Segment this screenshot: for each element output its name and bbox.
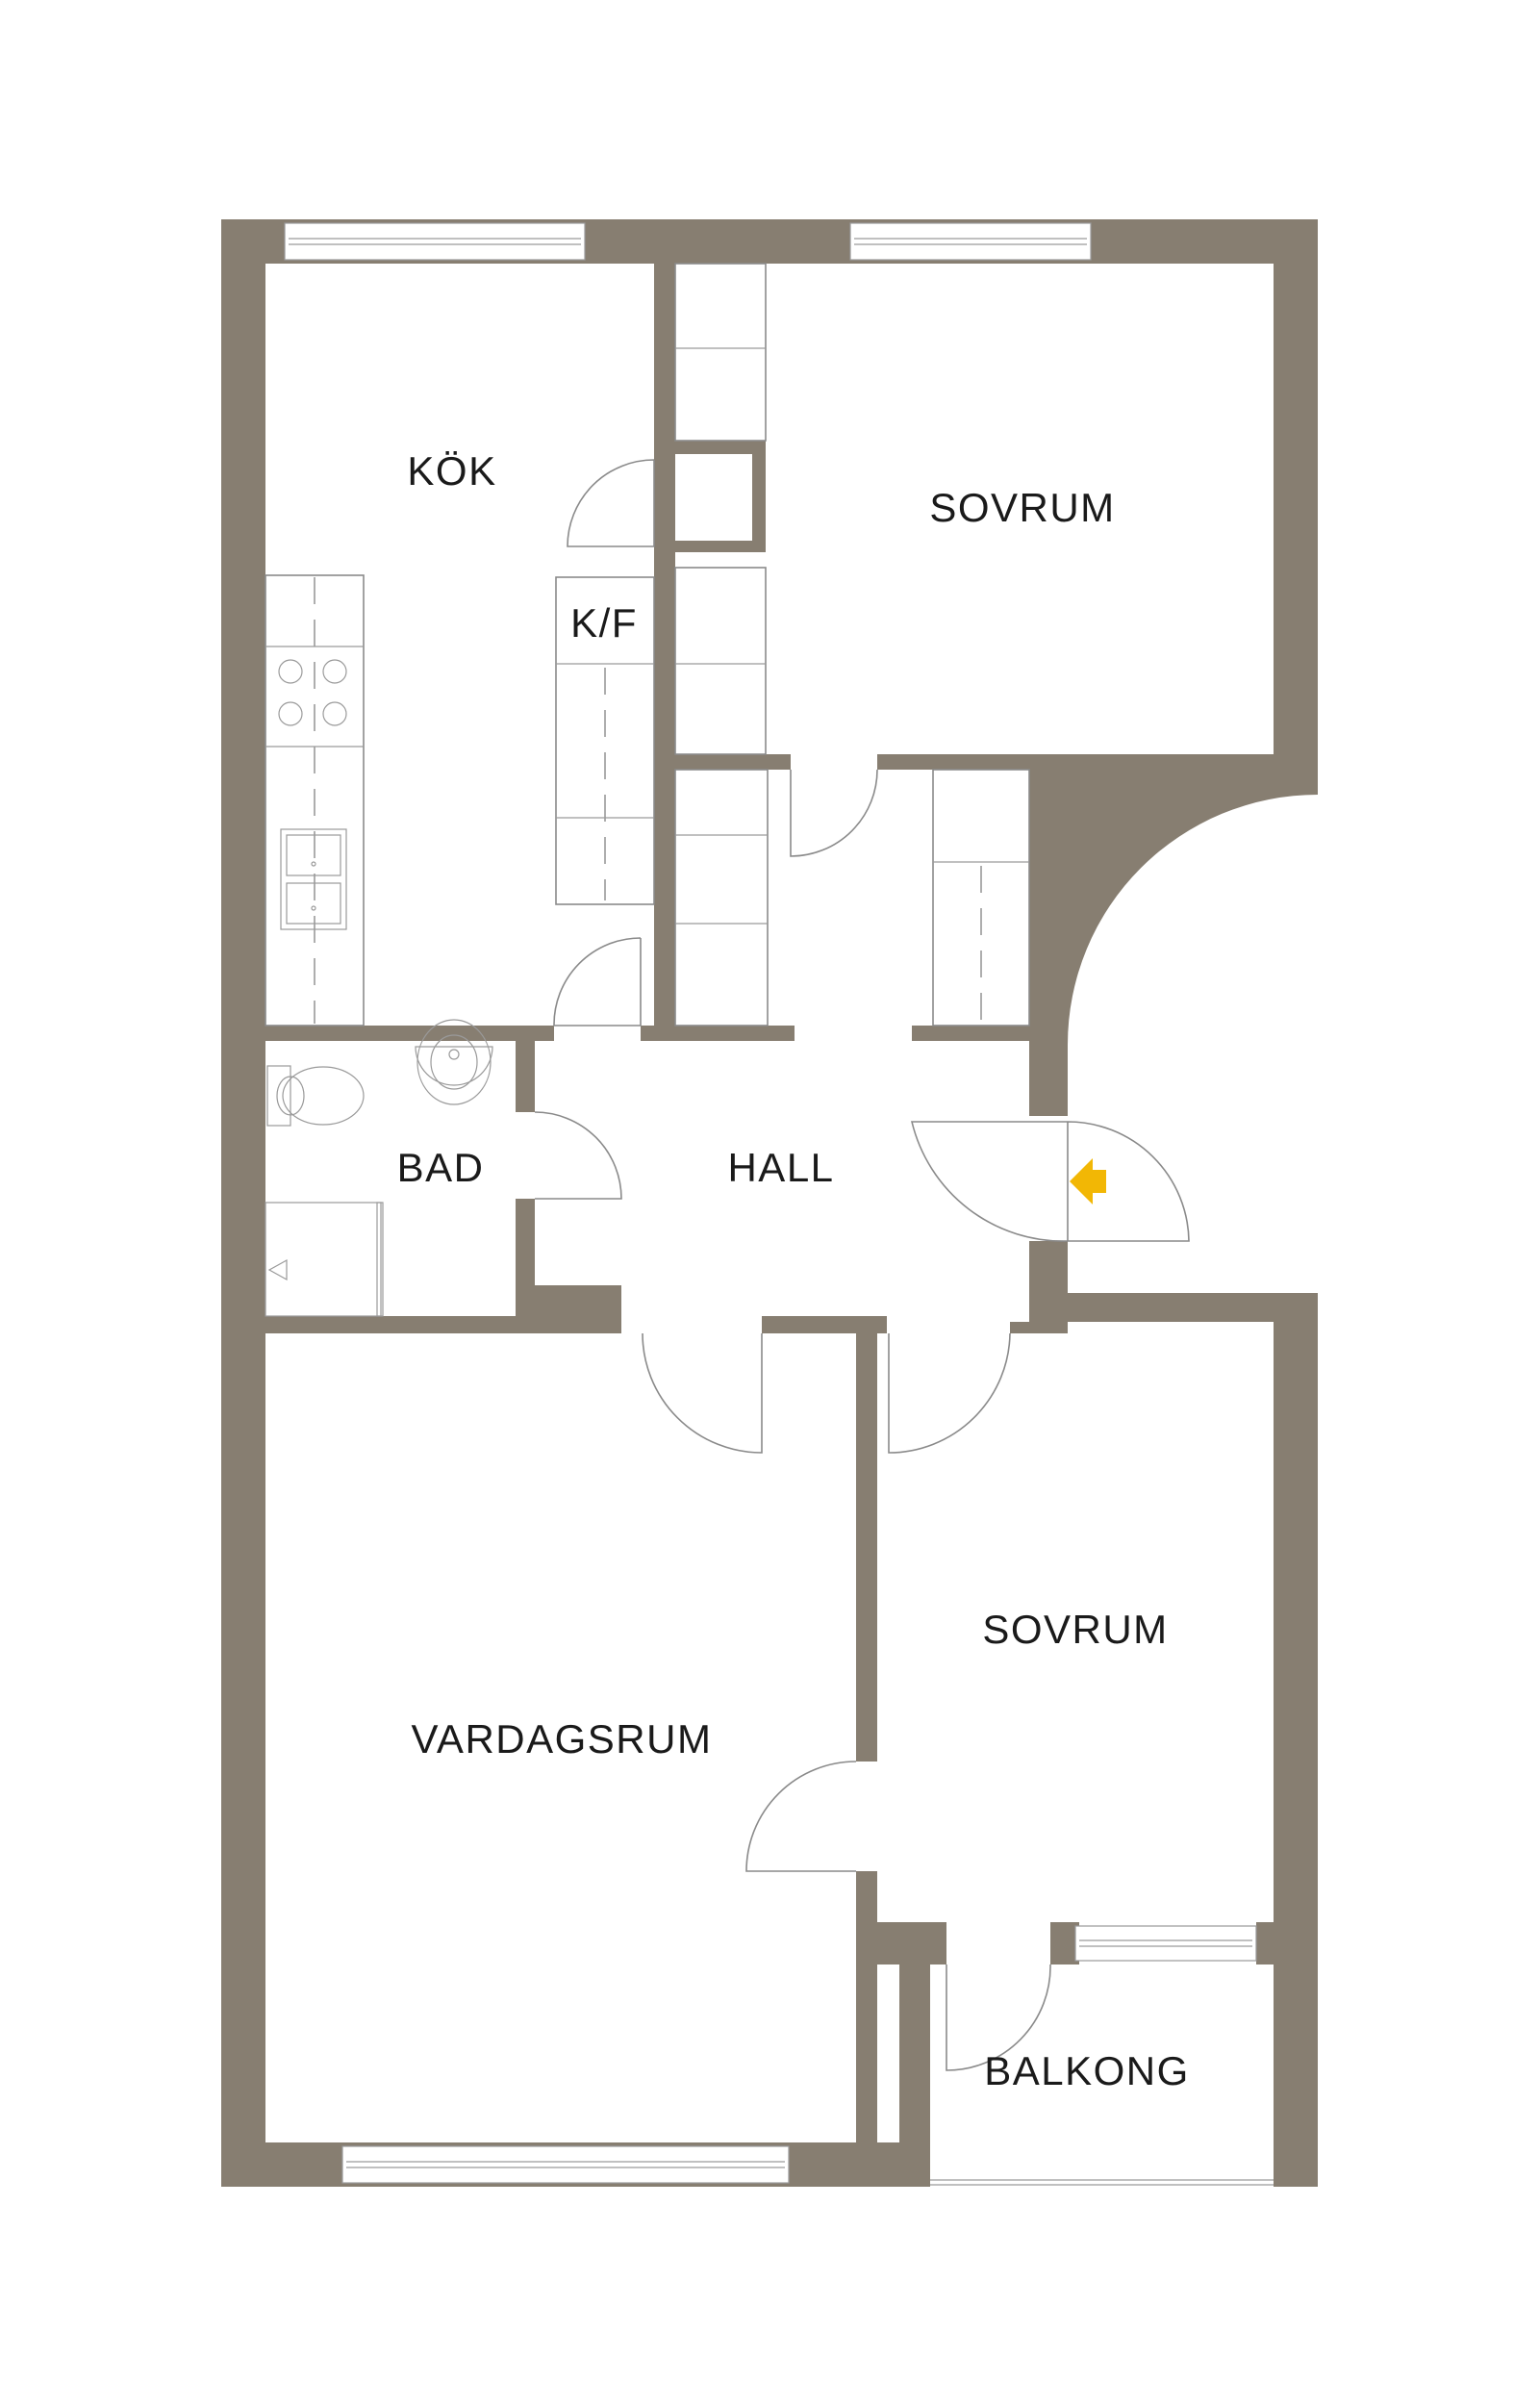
door-entrance <box>910 1121 1190 1242</box>
window-bedroom-bottom <box>1074 1925 1257 1962</box>
label-kitchen: KÖK <box>407 448 496 494</box>
shower <box>265 1202 384 1317</box>
label-bedroom-top: SOVRUM <box>929 485 1115 530</box>
kitchen-counter <box>265 574 365 1027</box>
wall-hall-bedroom <box>1010 1322 1068 1333</box>
label-bedroom-bottom: SOVRUM <box>982 1607 1168 1652</box>
wall-bedroom-hall-left <box>675 754 791 770</box>
wall-right-top <box>1274 219 1318 758</box>
wall-living-bedroom-top <box>856 1333 877 1762</box>
wall-closet-box <box>675 441 766 454</box>
wall-bedroom-hall-right <box>877 754 1318 770</box>
sink-icon <box>280 828 347 930</box>
room-labels: KÖK K/F SOVRUM BAD HALL SOVRUM VARDAGSRU… <box>397 448 1190 2093</box>
closet-hall-right <box>932 769 1030 1027</box>
door-kitchen-closet <box>567 459 655 547</box>
window-kitchen <box>284 222 586 261</box>
window-living <box>341 2145 790 2184</box>
door-bedroom-top <box>790 769 878 857</box>
walls <box>221 219 1318 2187</box>
wall-hall-closet-bottom-a <box>641 1026 795 1041</box>
wall-bedroom-balcony-mid <box>1050 1922 1079 1964</box>
wall-entrance-step <box>1029 1293 1318 1322</box>
wall-closet-box-right <box>752 441 766 552</box>
door-balcony <box>946 1964 1051 2071</box>
closets <box>674 263 1030 1027</box>
wall-kitchen-bath <box>265 1026 554 1041</box>
doors <box>534 459 1190 2071</box>
label-hall: HALL <box>727 1145 834 1190</box>
label-bath: BAD <box>397 1145 485 1190</box>
wall-right-bottom <box>1274 1293 1318 2187</box>
wall-balcony-left <box>899 1963 930 2187</box>
wall-hall-closet-bottom-b <box>912 1026 1029 1041</box>
door-living <box>642 1332 763 1454</box>
door-kitchen-hall <box>553 937 642 1027</box>
wall-bedroom-balcony-left <box>877 1922 946 1964</box>
closet-bedroom-lower <box>674 567 767 755</box>
wall-bedroom-balcony-right <box>1256 1922 1318 1964</box>
kitchen-fixtures <box>265 574 655 1027</box>
wall-living-bedroom-bottom <box>856 1871 877 2187</box>
closet-bedroom-upper <box>674 263 767 442</box>
wall-hall-corner <box>516 1285 621 1333</box>
bath-fixtures <box>265 1019 493 1317</box>
stove-icon <box>278 659 347 726</box>
wall-closet-box-bottom <box>675 541 766 552</box>
entrance-arrow-icon <box>1070 1158 1106 1204</box>
windows <box>284 222 1257 2184</box>
wall-kitchen-bedroom <box>654 264 675 1026</box>
door-living-bedroom <box>745 1761 857 1872</box>
balcony-outline <box>930 2179 1274 2186</box>
wall-bath-hall-upper <box>516 1026 535 1112</box>
freezer-unit <box>555 576 655 905</box>
washbasin-icon <box>415 1019 493 1105</box>
wall-hall-living <box>762 1316 887 1333</box>
door-bedroom-bottom <box>888 1332 1011 1454</box>
label-balcony: BALKONG <box>984 2048 1190 2093</box>
wall-entrance-block <box>1029 770 1318 1116</box>
label-living-room: VARDAGSRUM <box>412 1716 713 1762</box>
closet-hall-left <box>674 769 769 1027</box>
label-freezer: K/F <box>570 600 638 646</box>
wall-left <box>221 219 265 2187</box>
window-bedroom-top <box>849 222 1092 261</box>
toilet-icon <box>266 1065 365 1127</box>
door-bath <box>534 1111 622 1200</box>
